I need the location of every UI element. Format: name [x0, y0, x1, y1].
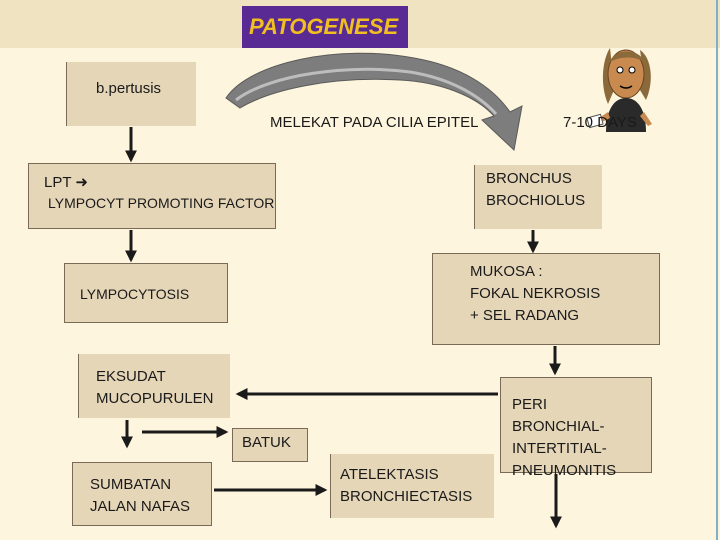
eksudat-label-line1: EKSUDAT	[96, 368, 166, 385]
atelektasis-label-line2: BRONCHIECTASIS	[340, 488, 473, 505]
sumbatan-label-line2: JALAN NAFAS	[90, 498, 191, 515]
sumbatan-box	[72, 462, 212, 526]
lympocytosis-box	[64, 263, 228, 323]
bronchus-box	[474, 165, 602, 229]
sumbatan-label-line1: SUMBATAN	[90, 476, 172, 493]
peri-box	[500, 377, 652, 473]
lympocytosis-label: LYMPOCYTOSIS	[80, 286, 190, 302]
mukosa-label-line1: MUKOSA :	[470, 263, 543, 280]
bronchus-label-line1: BRONCHUS	[486, 170, 572, 187]
bronchus-label-line2: BROCHIOLUS	[486, 192, 586, 209]
lpt-label-line2: LYMPOCYT PROMOTING FACTOR	[48, 195, 275, 211]
lpt-label-line1: LPT ➜	[44, 174, 88, 191]
peri-label-line4: PNEUMONITIS	[512, 462, 617, 479]
atelektasis-box	[330, 454, 494, 518]
batuk-box	[232, 428, 308, 462]
page-title: PATOGENESE	[249, 14, 399, 39]
pertusis-box	[66, 62, 196, 126]
arrow-right-icon: ➜	[75, 174, 88, 191]
mukosa-label-line2: FOKAL NEKROSIS	[470, 285, 601, 302]
eksudat-box	[78, 354, 230, 418]
title-highlight	[242, 6, 408, 48]
peri-label-line1: PERI	[512, 396, 548, 413]
peri-label-line3: INTERTITIAL-	[512, 440, 607, 457]
lpt-box	[28, 163, 276, 229]
atelektasis-label-line1: ATELEKTASIS	[340, 466, 439, 483]
days-label: 7-10 DAYS	[563, 114, 637, 131]
curved-arrow-icon	[225, 52, 523, 151]
right-edge-rule	[716, 0, 718, 540]
peri-label-line2: BRONCHIAL-	[512, 418, 605, 435]
cartoon-woman-icon	[586, 48, 652, 132]
eksudat-label-line2: MUCOPURULEN	[96, 390, 214, 407]
melekat-label: MELEKAT PADA CILIA EPITEL	[270, 114, 479, 131]
mukosa-label-line3: + SEL RADANG	[470, 307, 580, 324]
pertusis-label: b.pertusis	[96, 80, 162, 97]
batuk-label: BATUK	[242, 434, 291, 451]
mukosa-box	[432, 253, 660, 345]
